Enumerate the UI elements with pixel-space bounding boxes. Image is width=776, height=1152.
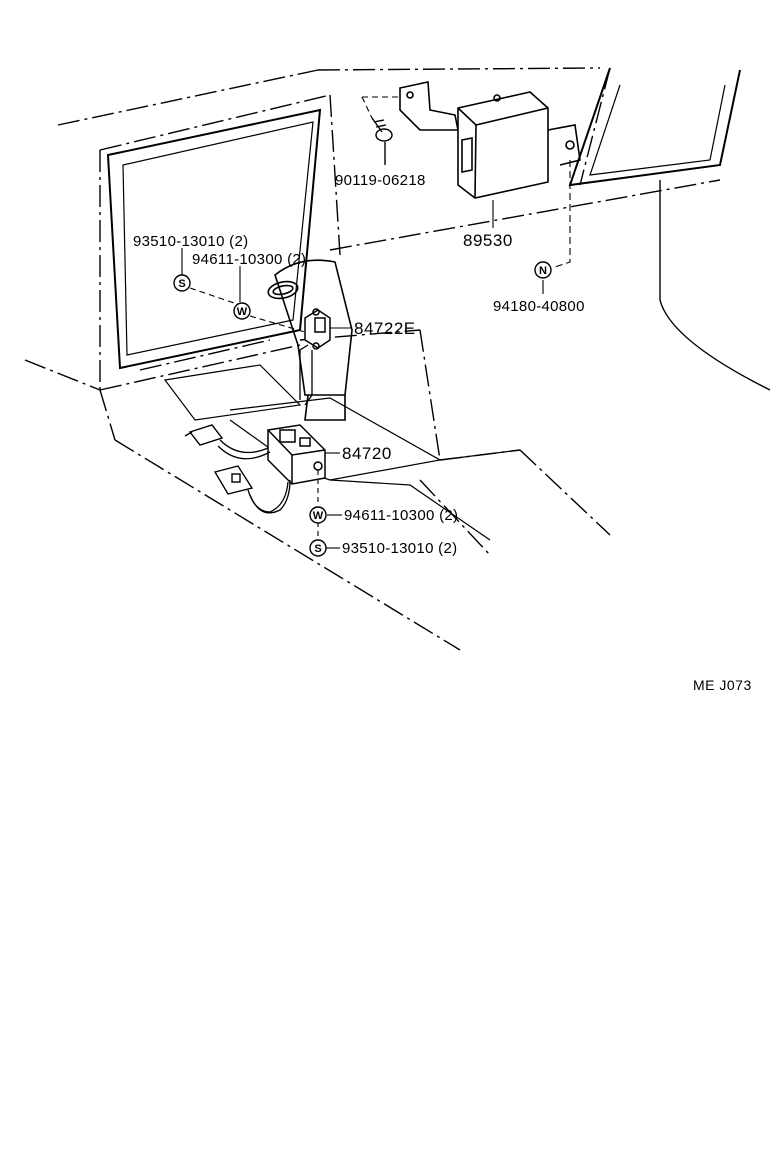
- nut-symbol-letter: N: [539, 265, 547, 277]
- leader-lines: [181, 96, 571, 549]
- label-washer-94611-bottom: 94611-10300 (2): [344, 507, 458, 524]
- connector-plug-lower: [213, 465, 254, 495]
- label-switch-84720: 84720: [342, 444, 392, 463]
- label-ecu-89530: 89530: [463, 231, 513, 250]
- vehicle-body-outline: [24, 67, 721, 651]
- screw-symbol-top: S: [173, 274, 191, 292]
- bolt-90119: [371, 117, 393, 165]
- shift-lever-housing: [267, 259, 353, 421]
- connector-plug-upper: [184, 424, 224, 446]
- diagram-code: ME J073: [693, 677, 752, 693]
- label-washer-94611-top: 94611-10300 (2): [192, 251, 306, 268]
- screw-symbol-letter: S: [314, 543, 321, 555]
- washer-symbol-bottom: W: [309, 506, 327, 524]
- label-screw-93510-top: 93510-13010 (2): [133, 233, 248, 250]
- label-bolt-90119: 90119-06218: [335, 172, 426, 189]
- washer-symbol-top: W: [233, 302, 251, 320]
- wire-harness: [217, 344, 313, 514]
- nut-symbol: N: [534, 261, 552, 279]
- label-switch-84722E: 84722E: [354, 319, 416, 338]
- label-screw-93510-bottom: 93510-13010 (2): [342, 540, 457, 557]
- label-nut-94180: 94180-40800: [493, 298, 585, 315]
- switch-84722E: [304, 308, 331, 350]
- washer-symbol-letter: W: [237, 306, 248, 318]
- switch-84720: [267, 424, 326, 485]
- screw-symbol-bottom: S: [309, 539, 327, 557]
- screw-symbol-letter: S: [178, 278, 185, 290]
- ecu-89530: [399, 81, 581, 199]
- washer-symbol-letter: W: [313, 510, 324, 522]
- window-frame: [106, 67, 771, 391]
